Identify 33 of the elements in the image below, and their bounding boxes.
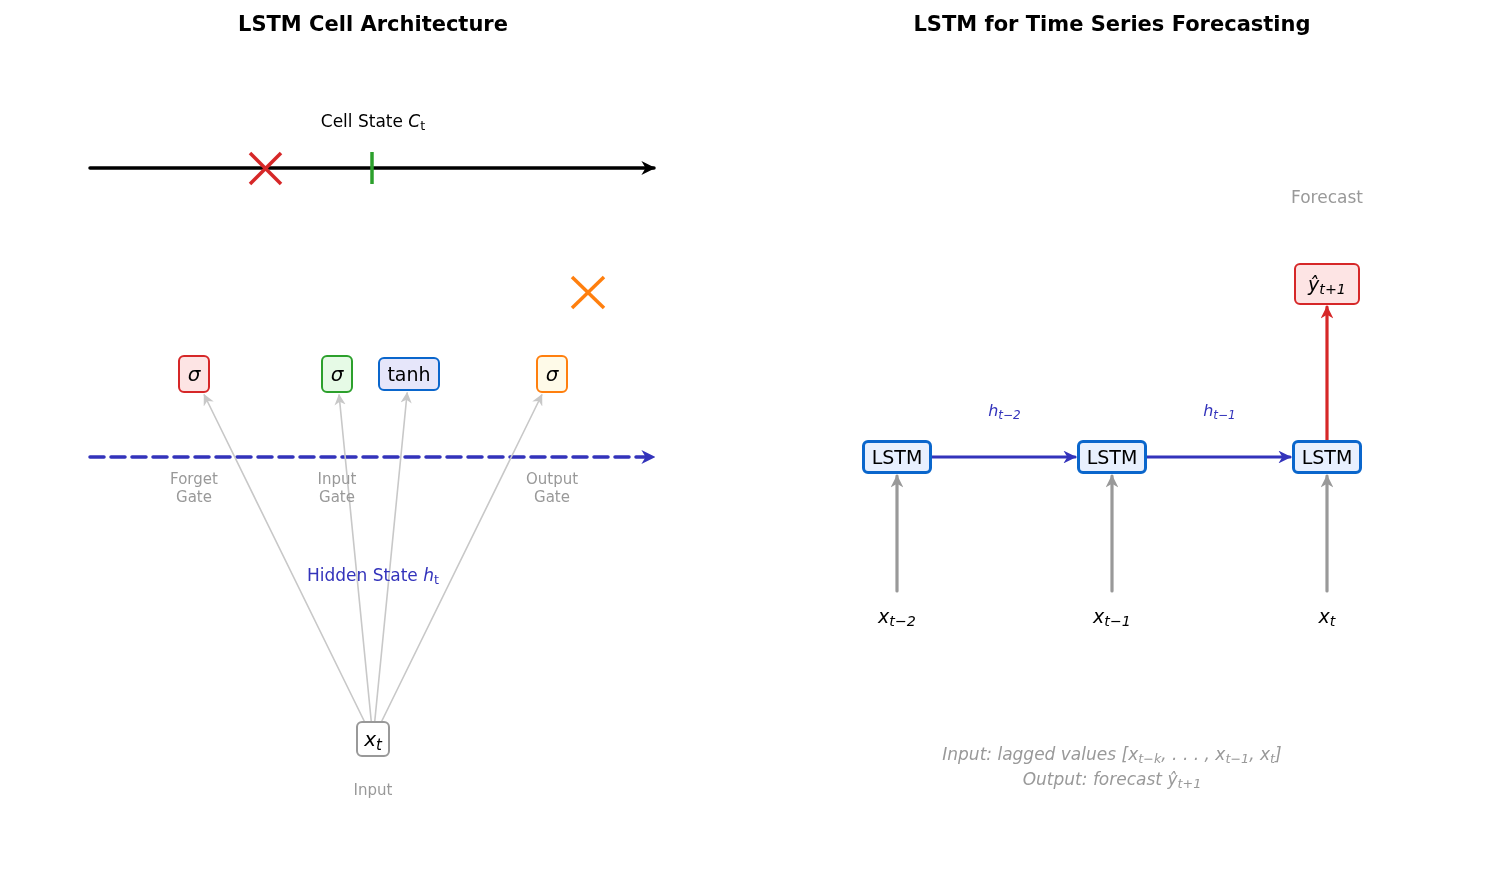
arrow xyxy=(890,474,904,593)
node-box: ŷ$_{t+1}$ xyxy=(1294,263,1360,305)
node-caption: Input xyxy=(353,780,393,801)
node-box: LSTM xyxy=(862,440,932,474)
node-box: tanh xyxy=(378,357,440,391)
arrow xyxy=(203,394,365,722)
arrow xyxy=(1320,474,1334,593)
state-label: Cell State C$_{t}$ xyxy=(320,110,426,134)
node-box: σ xyxy=(178,355,210,393)
node-box: σ xyxy=(536,355,568,393)
panel-title: LSTM for Time Series Forecasting xyxy=(913,11,1311,37)
arrow xyxy=(381,394,543,722)
input-variable: x$_{t−2}$ xyxy=(867,603,927,629)
panel-title: LSTM Cell Architecture xyxy=(238,11,508,37)
gate-label: Input Gate xyxy=(316,470,358,506)
arrow xyxy=(1320,305,1334,442)
node-box: LSTM xyxy=(1292,440,1362,474)
node-box: x$_{t}$ xyxy=(356,721,390,757)
arrow xyxy=(373,391,412,722)
arrow xyxy=(1105,474,1119,593)
node-box: LSTM xyxy=(1077,440,1147,474)
caption-text: Output: forecast ŷ$_{t+1}$ xyxy=(1022,768,1202,792)
arrow xyxy=(334,393,373,722)
node-caption: Forecast xyxy=(1291,186,1363,209)
input-variable: x$_{t}$ xyxy=(1307,603,1347,629)
input-variable: x$_{t−1}$ xyxy=(1082,603,1142,629)
gate-label: Output Gate xyxy=(524,470,580,506)
arrow xyxy=(1145,450,1292,464)
state-label: Hidden State h$_{t}$ xyxy=(307,564,439,588)
node-box: σ xyxy=(321,355,353,393)
caption-text: Input: lagged values [x$_{t−k}$, . . . , x$_{t−1}$, x$_{t}$] xyxy=(942,743,1282,767)
arrow xyxy=(930,450,1077,464)
gate-label: Forget Gate xyxy=(169,470,219,506)
